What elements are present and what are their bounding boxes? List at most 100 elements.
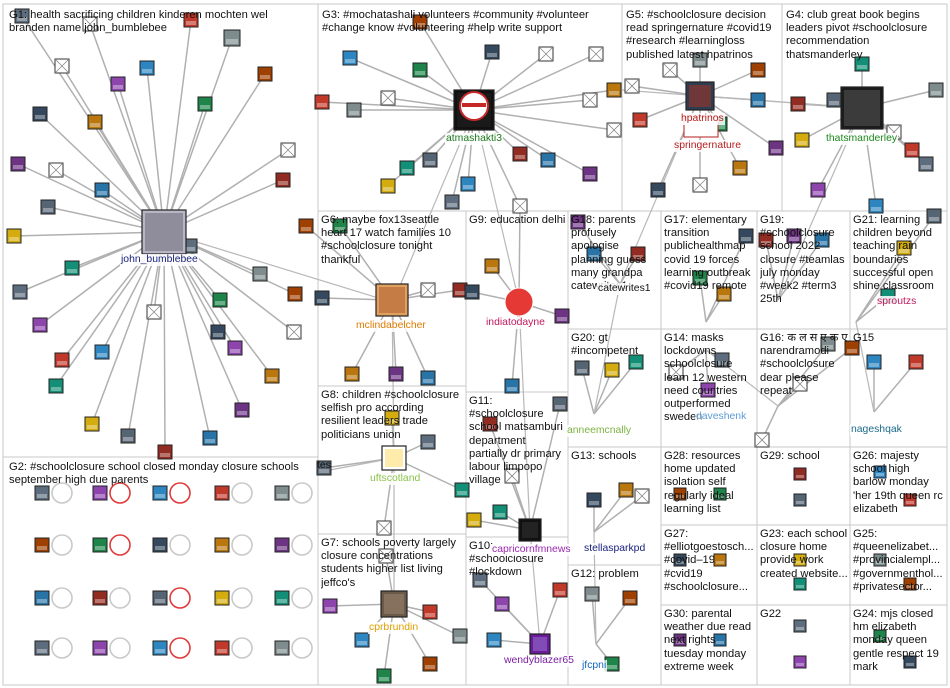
node-icon[interactable] — [274, 485, 290, 501]
node-icon[interactable] — [604, 362, 620, 378]
node-icon[interactable] — [287, 286, 303, 302]
node-icon[interactable] — [492, 504, 508, 520]
node-icon[interactable] — [466, 512, 482, 528]
node-icon[interactable] — [928, 82, 944, 98]
node-icon[interactable] — [234, 402, 250, 418]
node-label-cprbrundin[interactable]: cprbrundin — [368, 622, 420, 634]
node-icon[interactable] — [820, 336, 836, 352]
node-icon[interactable] — [482, 416, 498, 432]
node-icon[interactable] — [32, 106, 48, 122]
hub-node-hpatrinos[interactable] — [685, 81, 715, 111]
node-icon[interactable] — [378, 548, 394, 564]
node-label-john-bumblebee[interactable]: john_bumblebee — [120, 254, 199, 266]
node-label-tes[interactable]: tes — [317, 460, 331, 471]
node-icon[interactable] — [512, 198, 528, 214]
node-icon[interactable] — [314, 94, 330, 110]
node-icon[interactable] — [903, 493, 917, 507]
node-icon[interactable] — [92, 537, 108, 553]
node-icon[interactable] — [48, 162, 64, 178]
node-icon[interactable] — [814, 232, 830, 248]
node-icon[interactable] — [212, 292, 228, 308]
node-icon[interactable] — [554, 308, 570, 324]
node-icon[interactable] — [574, 360, 590, 376]
hub-node-uftscotland[interactable] — [381, 445, 407, 471]
node-label-atmashakti3[interactable]: atmashakti3 — [445, 133, 504, 145]
node-label-catewrites1[interactable]: catewrites1 — [597, 283, 652, 295]
node-icon[interactable] — [586, 492, 602, 508]
node-icon[interactable] — [713, 487, 727, 501]
node-icon[interactable] — [866, 354, 882, 370]
node-label-mclindabelcher[interactable]: mclindabelcher — [355, 320, 427, 332]
node-icon[interactable] — [214, 485, 230, 501]
node-icon[interactable] — [388, 366, 404, 382]
node-icon[interactable] — [399, 160, 415, 176]
node-icon[interactable] — [716, 286, 732, 302]
node-icon[interactable] — [422, 656, 438, 672]
node-label-uftscotland[interactable]: uftscotland — [369, 473, 422, 485]
node-icon[interactable] — [412, 62, 428, 78]
node-icon[interactable] — [332, 218, 348, 234]
node-icon[interactable] — [444, 194, 460, 210]
node-icon[interactable] — [552, 396, 568, 412]
node-icon[interactable] — [34, 640, 50, 656]
node-icon[interactable] — [486, 632, 502, 648]
node-icon[interactable] — [714, 352, 730, 368]
node-icon[interactable] — [346, 102, 362, 118]
node-icon[interactable] — [632, 112, 648, 128]
node-icon[interactable] — [668, 364, 684, 380]
hub-node-atmashakti3[interactable] — [453, 89, 495, 131]
hub-node-mclindabelcher[interactable] — [375, 283, 409, 317]
node-icon[interactable] — [713, 553, 727, 567]
node-icon[interactable] — [624, 78, 640, 94]
hub-node-cprbrundin[interactable] — [380, 590, 408, 618]
node-icon[interactable] — [264, 368, 280, 384]
node-icon[interactable] — [139, 60, 155, 76]
node-icon[interactable] — [316, 460, 332, 476]
node-icon[interactable] — [274, 590, 290, 606]
hub-node-john-bumblebee[interactable] — [141, 209, 187, 255]
node-icon[interactable] — [750, 62, 766, 78]
node-icon[interactable] — [10, 156, 26, 172]
node-icon[interactable] — [380, 90, 396, 106]
node-icon[interactable] — [12, 284, 28, 300]
node-icon[interactable] — [152, 537, 168, 553]
node-label-wendyblazer65[interactable]: wendyblazer65 — [503, 655, 575, 667]
node-icon[interactable] — [904, 142, 920, 158]
node-icon[interactable] — [750, 92, 766, 108]
node-icon[interactable] — [873, 553, 887, 567]
node-icon[interactable] — [214, 640, 230, 656]
node-icon[interactable] — [793, 577, 807, 591]
node-icon[interactable] — [926, 208, 942, 224]
node-icon[interactable] — [54, 58, 70, 74]
node-label-hpatrinos[interactable]: hpatrinos — [680, 113, 725, 125]
node-icon[interactable] — [420, 370, 436, 386]
node-icon[interactable] — [673, 487, 687, 501]
node-icon[interactable] — [214, 590, 230, 606]
node-icon[interactable] — [673, 553, 687, 567]
node-icon[interactable] — [197, 96, 213, 112]
node-icon[interactable] — [223, 29, 241, 47]
node-icon[interactable] — [484, 44, 500, 60]
node-icon[interactable] — [484, 258, 500, 274]
node-icon[interactable] — [630, 246, 646, 262]
node-icon[interactable] — [793, 619, 807, 633]
node-icon[interactable] — [908, 354, 924, 370]
node-icon[interactable] — [793, 493, 807, 507]
node-icon[interactable] — [918, 156, 934, 172]
node-icon[interactable] — [34, 485, 50, 501]
node-icon[interactable] — [504, 378, 520, 394]
node-icon[interactable] — [604, 656, 620, 672]
node-icon[interactable] — [662, 62, 678, 78]
node-icon[interactable] — [110, 76, 126, 92]
node-icon[interactable] — [183, 12, 199, 28]
node-icon[interactable] — [152, 485, 168, 501]
node-icon[interactable] — [790, 96, 806, 112]
node-icon[interactable] — [227, 340, 243, 356]
node-icon[interactable] — [280, 142, 296, 158]
node-icon[interactable] — [754, 432, 770, 448]
node-icon[interactable] — [87, 114, 103, 130]
node-icon[interactable] — [32, 317, 48, 333]
node-icon[interactable] — [92, 640, 108, 656]
node-icon[interactable] — [618, 482, 634, 498]
node-icon[interactable] — [92, 485, 108, 501]
